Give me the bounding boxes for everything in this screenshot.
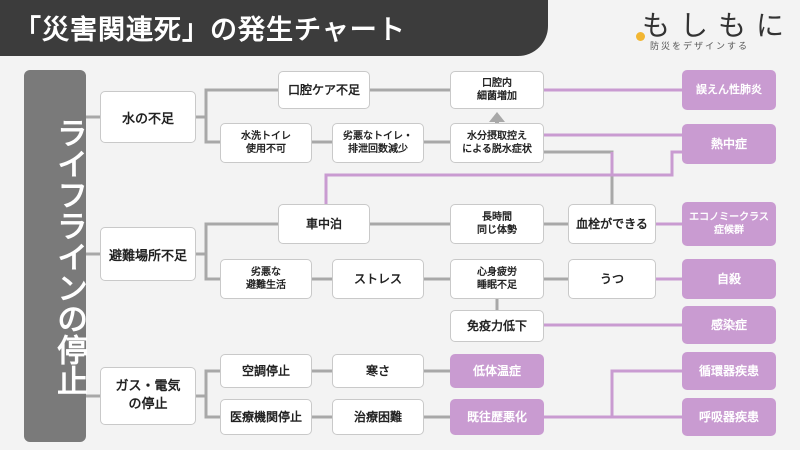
node-poor-toilet: 劣悪なトイレ・ 排泄回数減少 [332, 123, 424, 163]
category-gas-power-stop: ガス・電気 の停止 [100, 367, 196, 425]
outcome-respiratory-disease: 呼吸器疾患 [682, 398, 776, 436]
node-treatment-difficulty: 治療困難 [332, 399, 424, 435]
node-oral-bacteria: 口腔内 細菌増加 [450, 71, 544, 109]
node-depression: うつ [568, 259, 656, 299]
category-shelter-shortage: 避難場所不足 [100, 227, 196, 281]
outcome-circulatory-disease: 循環器疾患 [682, 352, 776, 390]
page-title: 「災害関連死」の発生チャート [14, 15, 406, 46]
node-ac-stop: 空調停止 [220, 354, 312, 388]
lifeline-stop-label: ライフラインの停止 [51, 116, 87, 396]
category-water-shortage: 水の不足 [100, 91, 196, 143]
node-flush-toilet-unusable: 水洗トイレ 使用不可 [220, 123, 312, 163]
node-car-stay: 車中泊 [278, 204, 370, 244]
brand-logo: もしもに 防災をデザインする [628, 6, 788, 54]
logo-tagline: 防災をデザインする [650, 42, 750, 52]
outcome-aspiration-pneumonia: 誤えん性肺炎 [682, 70, 776, 110]
node-oral-care-lack: 口腔ケア不足 [278, 71, 370, 109]
node-immunity-drop: 免疫力低下 [450, 310, 544, 342]
node-same-posture: 長時間 同じ体勢 [450, 204, 544, 244]
title-bar: 「災害関連死」の発生チャート [0, 0, 548, 56]
outcome-economy-class-syndrome: エコノミークラス 症候群 [682, 202, 776, 246]
node-poor-evacuation-life: 劣悪な 避難生活 [220, 259, 312, 299]
node-hypothermia: 低体温症 [450, 354, 544, 388]
logo-dot-icon [636, 32, 645, 41]
node-chronic-worsening: 既往歴悪化 [450, 399, 544, 435]
lifeline-stop-panel: ライフラインの停止 [24, 70, 87, 442]
node-stress: ストレス [332, 259, 424, 299]
node-fatigue-sleep: 心身疲労 睡眠不足 [450, 259, 544, 299]
outcome-infection: 感染症 [682, 306, 776, 344]
node-blood-clot: 血栓ができる [568, 204, 656, 244]
node-cold: 寒さ [332, 354, 424, 388]
outcome-heatstroke: 熱中症 [682, 124, 776, 164]
outcome-suicide: 自殺 [682, 259, 776, 299]
node-medical-stop: 医療機関停止 [220, 399, 312, 435]
node-dehydration: 水分摂取控え による脱水症状 [450, 123, 544, 163]
logo-wordmark: もしもに [642, 9, 795, 42]
